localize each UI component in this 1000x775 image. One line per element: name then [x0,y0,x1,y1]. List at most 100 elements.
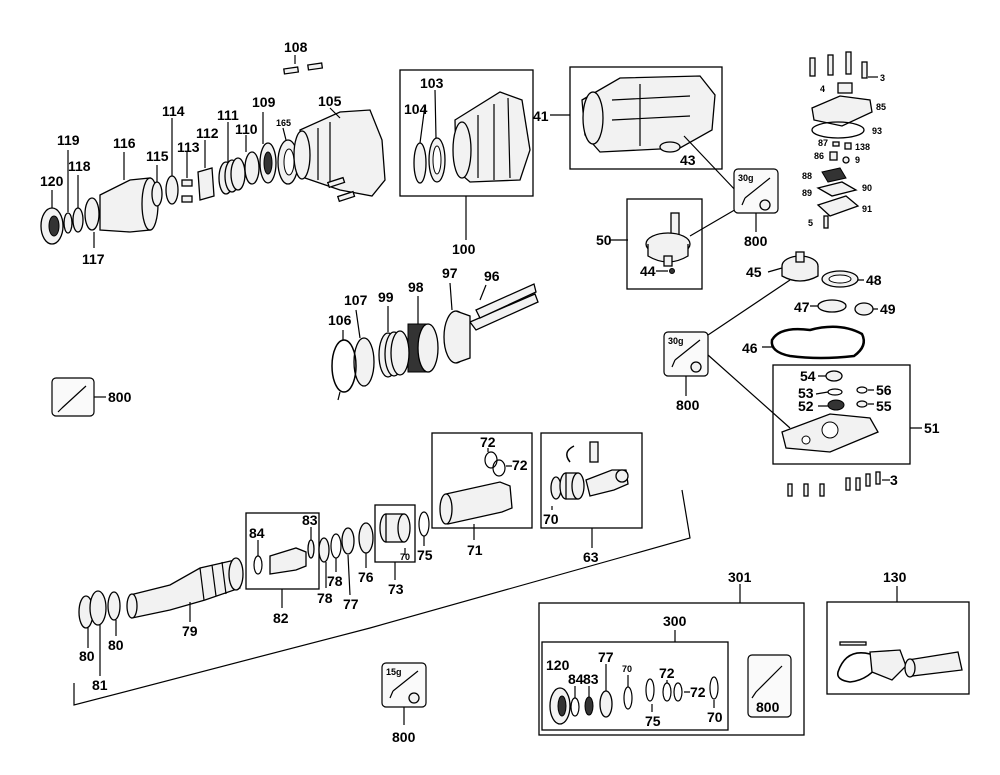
kit-part-77 [599,690,613,718]
part-111 [218,157,246,195]
leaders-51 [815,375,922,429]
part-73 [379,513,411,543]
label-51: 51 [924,420,940,436]
part-63-rod-eye [615,469,629,483]
part-113 [181,179,193,187]
part-47 [817,299,847,313]
part-54 [825,370,843,382]
label-96: 96 [484,268,500,284]
part-87 [832,141,840,147]
kit-part-84 [570,697,580,717]
label-81: 81 [92,677,108,693]
label-3-bottom: 3 [890,472,898,488]
middle-group: 96 97 98 99 107 106 [328,265,539,401]
label-103: 103 [420,75,444,91]
part-118 [72,207,84,233]
label-75-a: 75 [417,547,433,563]
housing-100-face [452,121,472,179]
kit-label-120: 120 [546,657,570,673]
group-100: 104 103 100 [399,69,534,257]
leaders-front [51,55,341,248]
label-85: 85 [876,102,886,112]
label-111: 111 [217,107,239,123]
part-108 [283,62,324,75]
part-71 [445,481,513,525]
grease-gun-icon-left [57,385,87,413]
part-130-screw [839,641,867,646]
kit-part-75 [645,678,655,702]
part-108-lower [326,176,356,203]
part-5 [823,215,829,229]
kit-grease-box [747,654,792,718]
label-800-bottom: 800 [392,729,416,745]
grease-gun-icon-mid [671,339,701,368]
part-104 [413,142,427,184]
grease-label-30g-mid: 30g [668,336,684,346]
part-49 [854,302,874,316]
grease-connector-top [683,135,739,237]
spindle-group: 80 81 80 79 82 84 83 78 78 77 76 73 70 7… [73,489,691,706]
label-3-top: 3 [880,73,885,83]
kit-label-72-b: 72 [690,684,706,700]
label-800-top: 800 [744,233,768,249]
label-84-a: 84 [249,525,265,541]
label-55: 55 [876,398,892,414]
part-51-hole2 [801,435,811,445]
part-77-a [341,527,355,555]
part-107 [353,337,375,387]
part-63-pin [589,441,599,463]
leaders-45 [762,267,878,348]
part-130-handle [907,651,963,677]
part-105-ribs [317,122,331,186]
part-115 [151,181,163,207]
part-48-hole [828,274,852,284]
part-112 [197,167,215,201]
box-50 [626,198,703,290]
label-80-b: 80 [108,637,124,653]
label-49: 49 [880,301,896,317]
label-165: 165 [276,118,291,128]
part-106 [331,339,357,393]
part-79-end [228,557,244,591]
label-72-a: 72 [480,434,496,450]
part-113-b [181,195,193,203]
part-3-screws-bottom [787,471,881,497]
label-130: 130 [883,569,907,585]
housing-100-ribs [477,97,511,180]
part-78-b [330,533,342,559]
group-41: 41 43 [533,66,723,170]
part-96-b [475,283,537,319]
label-87: 87 [818,138,828,148]
part-78-a [318,537,330,563]
label-114: 114 [162,103,185,119]
group-50: 50 44 [596,198,703,290]
label-63: 63 [583,549,599,565]
kit-part-70 [623,686,633,710]
label-5: 5 [808,218,813,228]
part-79-ribs [199,561,227,601]
part-93 [811,121,865,139]
label-78-a: 78 [317,590,333,606]
box-300 [541,641,729,731]
label-107: 107 [344,292,368,308]
kit-label-70: 70 [622,664,632,674]
part-120-bore [48,215,60,237]
part-9 [842,156,850,164]
grease-label-15g: 15g [386,667,402,677]
label-89: 89 [802,188,812,198]
part-4 [837,82,853,94]
part-52 [827,399,845,411]
part-76 [358,522,374,554]
part-105 [299,109,386,197]
label-56: 56 [876,382,892,398]
label-99: 99 [378,289,394,305]
kit-label-77: 77 [598,649,614,665]
part-97-body [455,310,471,364]
grease-gun-icon-bottom [389,670,419,699]
part-119 [63,212,73,234]
grease-kit-800-mid: 30g 800 [663,331,709,413]
leaders-kit [574,664,715,712]
label-97: 97 [442,265,458,281]
kit-part-72-b [673,682,683,702]
part-51-hole [821,421,839,439]
